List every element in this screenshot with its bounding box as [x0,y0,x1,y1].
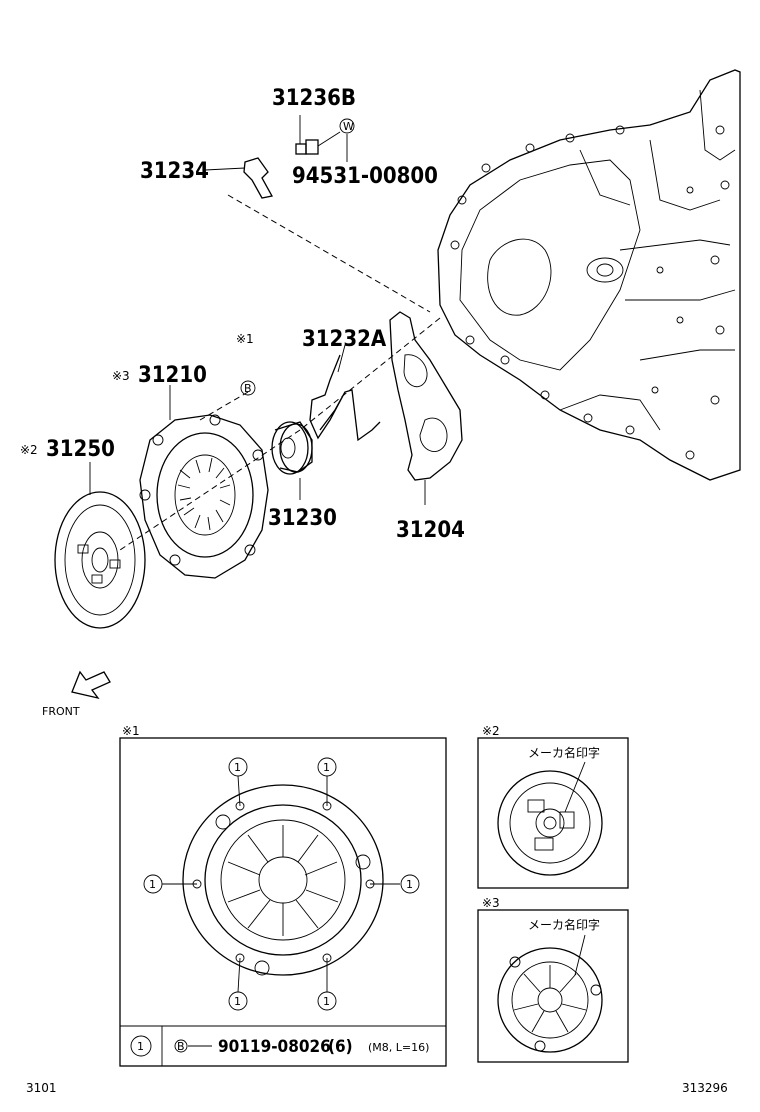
note1-mark: ※1 [236,332,254,346]
legend-b-mark: B [177,1040,185,1053]
label-31234: 31234 [140,159,209,184]
callout-1-top-right: 1 [323,761,330,774]
inset3-clutch-cover-drawing [497,934,603,1053]
label-31230: 31230 [268,506,337,531]
front-arrow-icon [71,670,111,700]
w-mark-icon [339,118,355,134]
inset1-title: ※1 [122,724,140,738]
label-31250: 31250 [46,437,115,462]
note2-mark: ※2 [20,443,38,457]
part-31250-clutch-disc [54,491,146,629]
callout-1-top-left: 1 [234,761,241,774]
part-31232a-clip [309,354,381,442]
inset2-frame [477,737,629,889]
inset3-maker-note: メーカ名印字 [528,917,600,932]
b-mark-icon [240,380,256,396]
legend-key: 1 [137,1040,144,1053]
part-31204-plate [389,311,463,481]
inset1-frame [119,737,447,1067]
callout-1-right: 1 [406,878,413,891]
callout-1-left: 1 [149,878,156,891]
callout-circles [130,757,420,1057]
label-94531-00800: 94531-00800 [292,164,438,189]
label-front: FRONT [42,705,80,718]
part-labels: 31236B 31234 94531-00800 31232A 31210 31… [20,86,728,1095]
label-31204: 31204 [396,518,465,543]
label-31232a: 31232A [302,327,387,352]
legend-spec: (M8, L=16) [368,1041,429,1054]
inset3-title: ※3 [482,896,500,910]
assembly-lines [119,194,441,551]
transmission-housing [437,69,741,481]
inset1-clutch-cover-drawing [182,784,384,976]
b-mark-text: B [244,382,252,395]
part-31230-bearing [271,421,313,475]
inset2-clutch-disc-drawing [497,761,603,876]
label-31236b: 31236B [272,86,356,111]
part-31236b-bolt [295,115,341,155]
inset2-title: ※2 [482,724,500,738]
note3-mark: ※3 [112,369,130,383]
callout-1-bottom-left: 1 [234,995,241,1008]
w-mark-text: W [343,120,354,133]
inset1-leader-lines [162,775,400,1047]
footer-right-code: 313296 [682,1081,728,1095]
label-31210: 31210 [138,363,207,388]
inset2-maker-note: メーカ名印字 [528,745,600,760]
legend-quantity: (6) [328,1037,353,1057]
callout-1-bottom-right: 1 [323,995,330,1008]
legend-part-number: 90119-08026 [218,1037,331,1057]
part-31234-fork [243,157,274,199]
part-31210-clutch-cover [139,414,269,579]
inset3-frame [477,909,629,1063]
footer-left-code: 3101 [26,1081,57,1095]
